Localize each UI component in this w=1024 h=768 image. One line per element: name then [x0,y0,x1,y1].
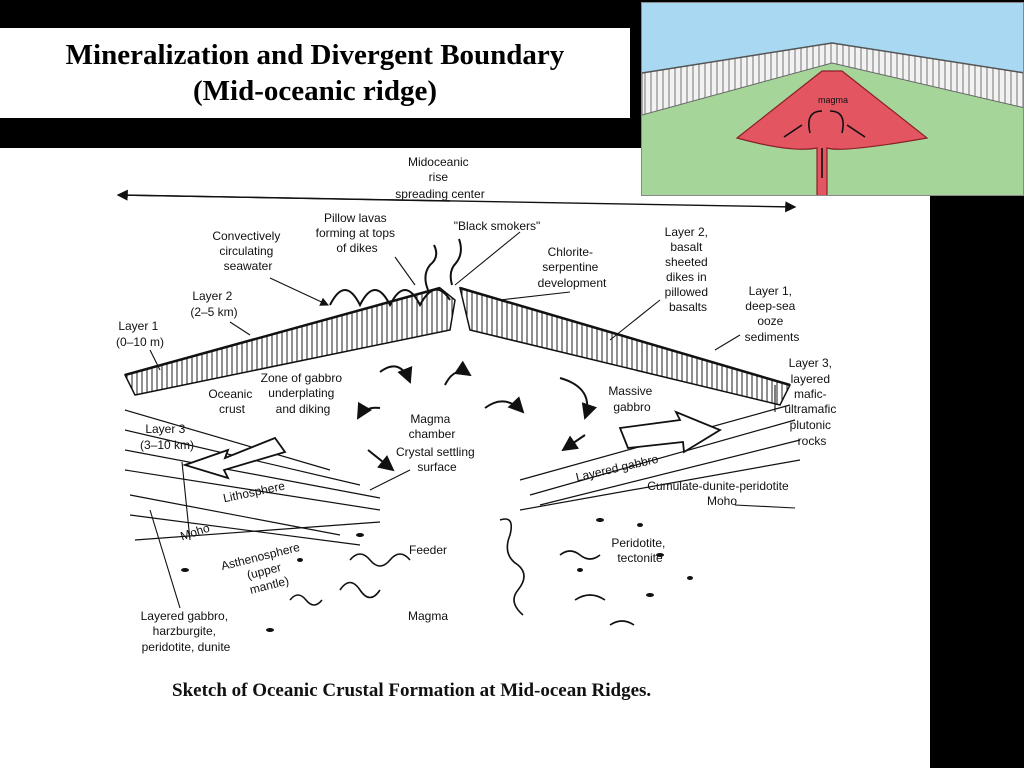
label-asthenosphere: Asthenosphere (upper mantle) [220,539,312,602]
slide-title-line-2: (Mid-oceanic ridge) [192,75,437,107]
label-layer-1-left: Layer 1 (0–10 m) [116,319,164,349]
label-black-smokers: "Black smokers" [454,219,541,233]
label-gabbro-zone: Zone of gabbro underplating and diking [261,371,346,416]
spreading-arrow-left [182,436,287,480]
pillow-lavas [329,288,451,308]
black-smokers [424,238,462,291]
slide-title-box: Mineralization and Divergent Boundary (M… [0,28,630,118]
ridge-inset-svg: magma [642,42,1023,195]
label-peridotite: Peridotite, tectonite [611,536,668,565]
label-magma: Magma [408,609,448,623]
label-layer-2-left: Layer 2 (2–5 km) [190,289,237,319]
label-massive-gabbro: Massive gabbro [608,384,655,414]
layer-3-right-lines [519,404,801,511]
label-moho-right: Moho [707,494,737,508]
convection-arrows [356,360,598,472]
label-chlorite: Chlorite- serpentine development [538,245,607,290]
leader-lines [149,231,796,609]
label-layer-3-left: Layer 3 (3–10 km) [140,422,194,452]
label-moho-left: Moho [179,521,212,544]
label-crystal-settling: Crystal settling surface [396,445,478,474]
label-feeder: Feeder [409,543,447,557]
sketch-background [0,148,930,768]
layer-3-left-lines [124,409,381,546]
mantle-squiggles [289,518,635,626]
label-magma-chamber: Magma chamber [409,412,456,441]
label-spreading-center: Midoceanic rise spreading center [395,155,484,201]
slide-title-line-1: Mineralization and Divergent Boundary [65,39,565,71]
label-oceanic-crust: Oceanic crust [208,387,255,416]
label-layer-2-right: Layer 2, basalt sheeted dikes in pillowe… [665,225,712,314]
label-convective-seawater: Convectively circulating seawater [212,229,283,273]
ridge-inset: magma [641,2,1024,196]
mantle-blobs [181,518,693,632]
inset-magma-label: magma [818,95,848,105]
label-pillow-lavas: Pillow lavas forming at tops of dikes [316,211,399,255]
inset-convection-arrows [783,110,866,178]
label-cumulate: Cumulate-dunite-peridotite [647,479,789,493]
label-layered-gabbro-left: Layered gabbro, harzburgite, peridotite,… [141,609,232,654]
label-layer-1-right: Layer 1, deep-sea ooze sediments [745,284,800,344]
sketch-caption: Sketch of Oceanic Crustal Formation at M… [172,680,652,701]
oceanic-crust-sketch: Midoceanic rise spreading center Convect… [116,155,839,654]
inset-magma-chamber [735,70,929,195]
label-lithosphere: Lithosphere [222,479,287,506]
label-layer-3-right: Layer 3, layered mafic- ultramafic pluto… [784,356,839,448]
spreading-arrow-right [618,410,722,454]
